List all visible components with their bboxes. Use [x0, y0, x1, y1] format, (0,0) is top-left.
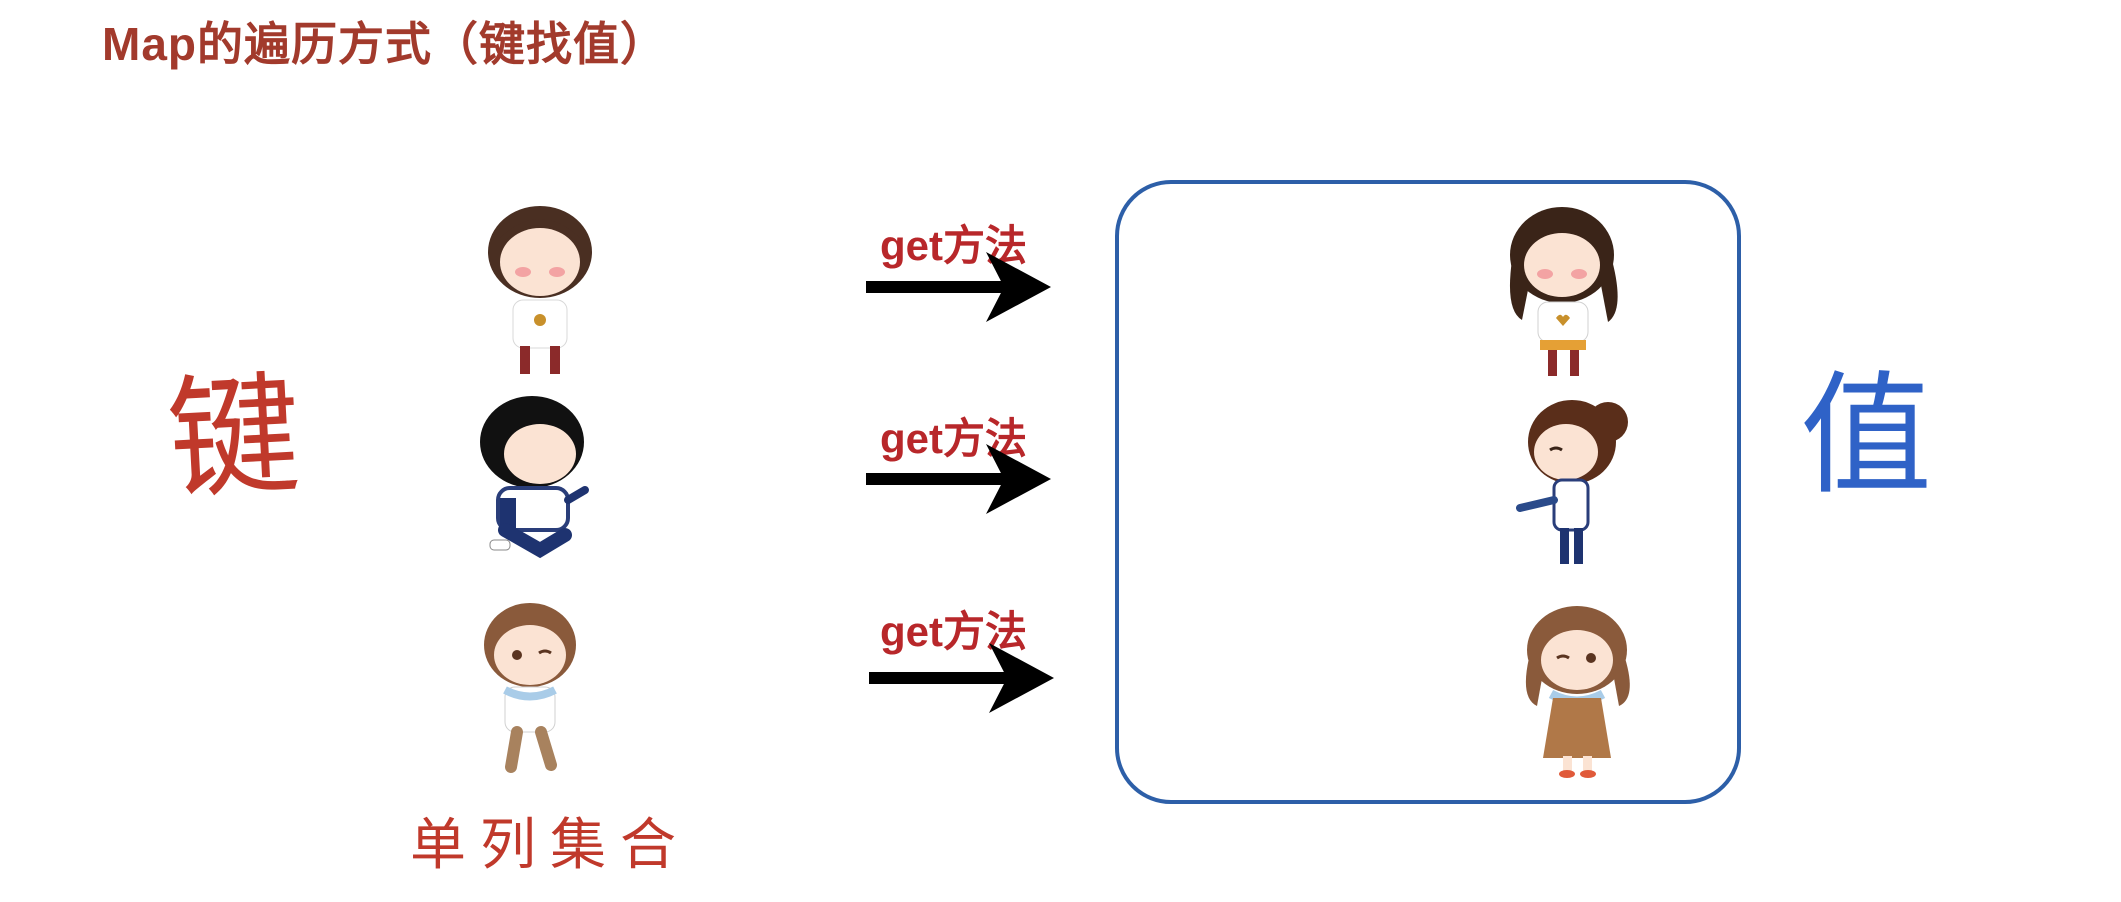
girl-winking-icon — [1515, 598, 1645, 778]
key-label: 键 — [164, 357, 304, 519]
boy-shy-icon — [475, 200, 605, 380]
boy-winking-icon — [475, 595, 605, 775]
get-method-label: get方法 — [880, 608, 1028, 655]
single-column-collection-label: 单列集合 — [410, 813, 690, 878]
right-arrow-icon — [866, 444, 1051, 514]
boy-kneeling-icon — [470, 390, 600, 570]
right-arrow-icon — [869, 643, 1054, 713]
girl-shy-icon — [1500, 200, 1630, 380]
page-title: Map的遍历方式（键找值） — [102, 18, 667, 70]
girl-ponytail-icon — [1510, 390, 1640, 570]
value-label: 值 — [1800, 359, 1932, 513]
right-arrow-icon — [866, 252, 1051, 322]
value-box — [1115, 180, 1741, 804]
